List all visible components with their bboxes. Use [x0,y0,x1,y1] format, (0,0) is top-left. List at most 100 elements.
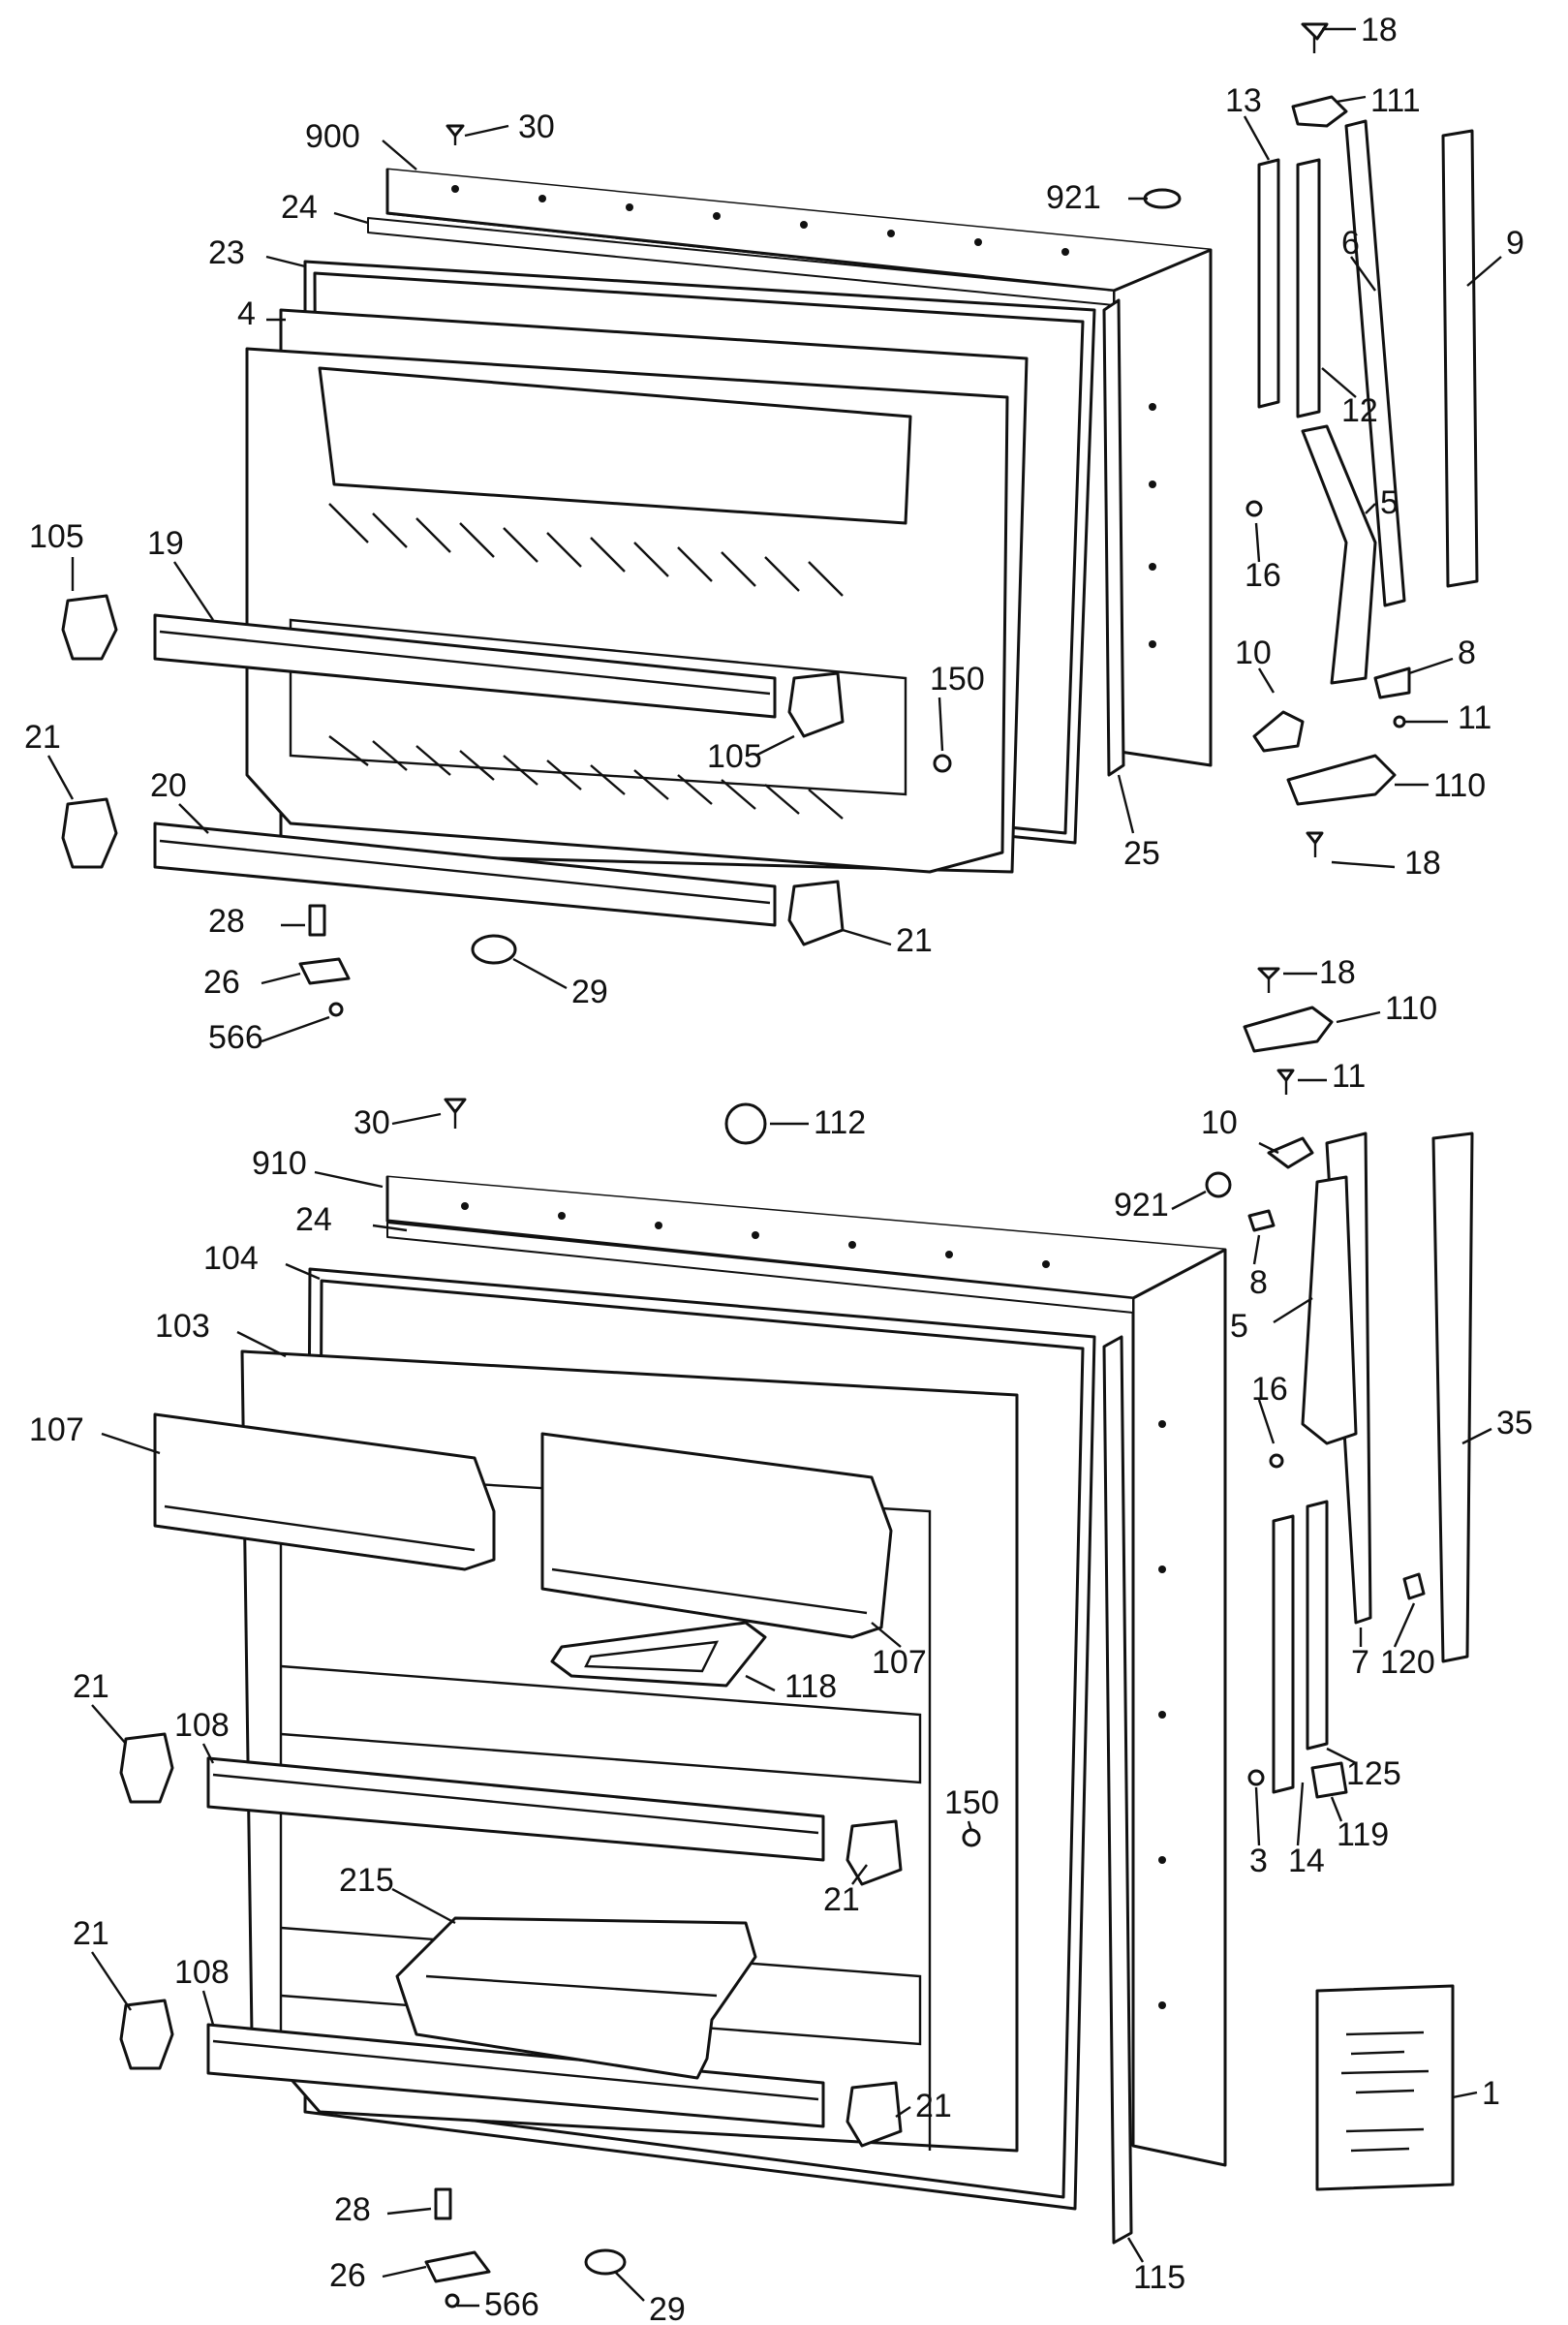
callout-leader-line [1452,2091,1478,2099]
callout-leader-line [1257,667,1276,694]
callout-label: 118 [784,1668,837,1705]
callout-label: 19 [147,525,184,562]
callout-leader-line [101,1432,161,1455]
callout-leader-line [386,2207,432,2216]
callout-leader-line [614,2271,645,2302]
callout-label: 26 [329,2257,366,2294]
callout-label: 21 [823,1881,860,1918]
callout-label: 110 [1433,767,1486,804]
callout-leader-line [1365,503,1376,514]
callout-label: 107 [872,1644,927,1681]
callout-label: 119 [1337,1816,1389,1853]
callout-label: 18 [1361,12,1398,48]
callout-label: 110 [1385,990,1437,1027]
callout-leader-line [91,1704,127,1745]
callout-leader-line [1126,2237,1145,2263]
callout-label: 108 [174,1707,230,1744]
callout-label: 11 [1458,699,1491,736]
callout-label: 28 [208,903,245,940]
callout-leader-line [1321,367,1357,398]
callout-leader-line [333,211,369,225]
callout-label: 115 [1133,2259,1185,2296]
callout-label: 21 [73,1915,109,1952]
callout-leader-line [261,972,301,985]
callout-leader-line [1254,522,1261,563]
callout-label: 21 [915,2088,952,2124]
callout-label: 8 [1458,635,1476,671]
callout-label: 112 [814,1104,866,1141]
callout-label: 111 [1370,82,1421,119]
callout-label: 921 [1114,1187,1169,1224]
fresh-food-shelf-clips [119,1732,903,2148]
freezer-shelf-bar-20 [153,822,777,927]
callout-label: 28 [334,2191,371,2228]
callout-label: 910 [252,1145,307,1182]
fresh-food-hinge-parts [1272,1132,1474,1794]
freezer-small-hardware [298,22,1411,1017]
callout-leader-line [1117,774,1135,834]
freezer-door-assembly [61,22,1479,1017]
callout-leader-line [265,255,306,268]
callout-label: 13 [1225,82,1262,119]
callout-label: 5 [1380,484,1399,521]
callout-leader-line [178,803,209,834]
callout-label: 25 [1123,835,1160,872]
fresh-food-vertical-seal [1102,1335,1133,2245]
callout-label: 215 [339,1862,394,1899]
callout-leader-line [1243,115,1271,161]
callout-leader-line [372,1224,408,1232]
callout-label: 12 [1341,392,1378,429]
callout-label: 21 [896,922,933,959]
door-bin-215 [395,1916,757,2080]
callout-leader-line [173,561,214,621]
fresh-food-seal-strip [386,1222,1134,1314]
callout-label: 10 [1235,635,1272,671]
freezer-hinge-parts [1257,119,1479,685]
callout-leader-line [938,697,944,752]
callout-label: 24 [281,189,318,226]
callout-label: 10 [1201,1104,1238,1141]
callout-label: 150 [944,1784,999,1821]
callout-leader-line [391,1887,456,1925]
callout-leader-line [895,2106,911,2118]
callout-label: 921 [1046,179,1101,216]
callout-leader-line [1171,1190,1207,1211]
callout-label: 11 [1332,1058,1366,1095]
callout-label: 20 [150,767,187,804]
callout-leader-line [967,1820,973,1832]
callout-leader-line [46,755,75,800]
callout-leader-line [285,1262,321,1281]
callout-leader-line [382,140,417,170]
callout-label: 21 [24,719,61,756]
callout-label: 30 [354,1104,390,1141]
callout-leader-line [382,2265,427,2278]
callout-labels: 18 111 13 30 900 921 6 9 24 23 12 4 5 10… [24,12,1533,2325]
callout-leader-line [1254,1786,1261,1846]
callout-label: 103 [155,1308,210,1345]
callout-leader-line [464,124,509,138]
egg-tray [550,1621,767,1688]
callout-leader-line [236,1330,287,1358]
callout-leader-line [1350,256,1376,292]
callout-label: 18 [1319,954,1356,991]
callout-label: 29 [649,2291,686,2325]
callout-label: 7 [1351,1644,1369,1681]
callout-leader-line [1258,1141,1279,1155]
callout-leader-lines [46,27,1502,2308]
callout-leader-line [1296,1782,1305,1846]
callout-leader-line [851,1864,868,1885]
callout-leader-line [314,1170,384,1189]
callout-leader-line [1408,657,1454,675]
callout-label: 30 [518,108,555,145]
callout-leader-line [91,1951,132,2011]
callout-label: 9 [1506,225,1524,262]
callout-label: 14 [1288,1843,1325,1879]
callout-leader-line [1257,1399,1276,1444]
callout-label: 120 [1380,1644,1435,1681]
callout-leader-line [261,1015,330,1043]
callout-leader-line [1466,256,1502,287]
freezer-shelf-clips [61,594,845,946]
fresh-food-door-assembly [119,967,1474,2309]
callout-label: 104 [203,1240,259,1277]
